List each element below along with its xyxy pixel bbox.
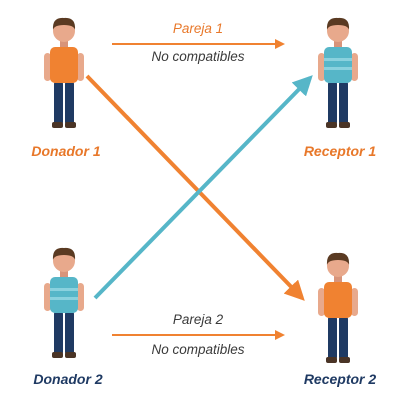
arrow-donor2-to-receptor1 (93, 75, 313, 300)
receptor2-label: Receptor 2 (303, 371, 377, 387)
person-receptor2 (318, 252, 358, 363)
pair1-status: No compatibles (151, 49, 245, 64)
pair1-name: Pareja 1 (172, 21, 224, 36)
pair2-name: Pareja 2 (172, 312, 224, 327)
person-receptor1 (318, 17, 358, 128)
pair2-status: No compatibles (151, 342, 245, 357)
donor2-label: Donador 2 (33, 371, 103, 387)
arrow-donor1-to-receptor2 (85, 74, 305, 301)
receptor1-label: Receptor 1 (303, 143, 377, 159)
person-donor2 (44, 247, 84, 358)
person-donor1 (44, 17, 84, 128)
donor1-label: Donador 1 (31, 143, 101, 159)
